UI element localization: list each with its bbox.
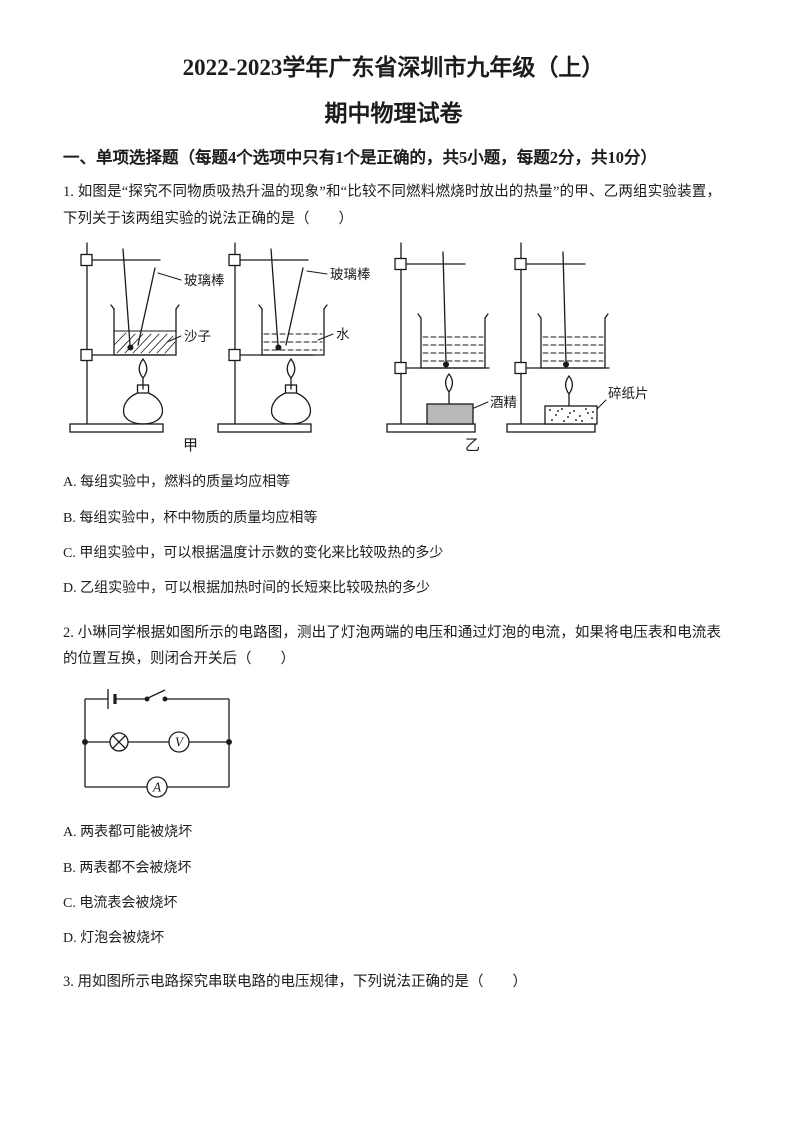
paper-scraps-label: 碎纸片: [608, 386, 649, 401]
flame-icon: [138, 358, 148, 380]
sand-label: 沙子: [184, 329, 211, 344]
question-1-option-b: B. 每组实验中，杯中物质的质量均应相等: [63, 510, 318, 526]
leader-line: [473, 401, 489, 409]
stand-base: [386, 423, 476, 434]
glass-rod-label: 玻璃棒: [330, 266, 371, 282]
question-2-options: A. 两表都可能被烧坏 B. 两表都不会被烧坏 C. 电流表会被烧坏 D. 灯泡…: [63, 823, 724, 949]
apparatus-yi-paper-svg: 碎纸片: [506, 242, 649, 434]
question-2-option-c: C. 电流表会被烧坏: [63, 895, 178, 911]
question-1-option-c: C. 甲组实验中，可以根据温度计示数的变化来比较吸热的多少: [63, 545, 444, 561]
beaker: [261, 308, 325, 357]
thermometer: [442, 251, 447, 364]
glass-rod: [137, 267, 156, 347]
ammeter-label: A: [152, 780, 162, 795]
question-1-stem: 1. 如图是“探究不同物质吸热升温的现象”和“比较不同燃料燃烧时放出的热量”的甲…: [63, 183, 721, 227]
junction-dot: [82, 739, 88, 746]
leader-line: [596, 399, 607, 410]
alcohol-lamp: [270, 384, 312, 426]
water-lines: [542, 336, 604, 362]
alcohol-label: 酒精: [490, 395, 517, 410]
alcohol-lamp: [122, 384, 164, 426]
paper-scrap-dots: [549, 408, 594, 423]
question-2-option-d: D. 灯泡会被烧坏: [63, 931, 165, 947]
exam-title-line1: 2022-2023学年广东省深圳市九年级（上）: [182, 55, 605, 80]
group-yi-label: 乙: [465, 438, 481, 455]
section-1-heading: 一、单项选择题（每题4个选项中只有1个是正确的，共5小题，每题2分，共10分）: [63, 147, 657, 167]
question-1-figure: 玻璃棒 沙子: [67, 238, 687, 458]
flame-icon: [444, 373, 454, 394]
sand-hatch: [113, 332, 176, 354]
stand-base: [217, 423, 312, 434]
switch-symbol: [144, 689, 168, 702]
flame-icon: [286, 358, 296, 380]
glass-rod-label: 玻璃棒: [184, 272, 225, 288]
apparatus-jia-water-svg: 玻璃棒 水: [217, 242, 371, 434]
question-2-option-b: B. 两表都不会被烧坏: [63, 860, 192, 876]
voltmeter-label: V: [175, 735, 185, 750]
water-lines: [422, 336, 484, 362]
leader-line: [157, 272, 182, 281]
group-jia-label: 甲: [183, 438, 199, 455]
question-2-stem: 2. 小琳同学根据如图所示的电路图，测出了灯泡两端的电压和通过灯泡的电流，如果将…: [63, 624, 721, 668]
leader-line: [306, 270, 328, 275]
lamp-symbol: [109, 732, 129, 752]
stand-base: [69, 423, 164, 434]
beaker: [113, 308, 177, 357]
voltmeter-symbol: [168, 731, 190, 753]
question-2-circuit-svg: V A: [82, 689, 232, 798]
question-1-option-d: D. 乙组实验中，可以根据加热时间的长短来比较吸热的多少: [63, 581, 431, 597]
stand-base: [506, 423, 596, 434]
apparatus-jia-sand-svg: 玻璃棒 沙子: [69, 242, 225, 434]
thermometer: [122, 248, 131, 347]
question-3-stem: 3. 用如图所示电路探究串联电路的电压规律，下列说法正确的是（ ）: [63, 974, 527, 991]
leader-line: [317, 333, 334, 341]
leader-line: [166, 335, 182, 343]
paper-scrap-burner: [544, 405, 598, 426]
alcohol-burner: [426, 403, 474, 426]
question-2-figure: V A: [77, 685, 724, 808]
thermometer: [562, 251, 567, 364]
thermometer: [270, 248, 279, 347]
apparatus-yi-alcohol-svg: 酒精: [386, 242, 517, 434]
question-1-options: A. 每组实验中，燃料的质量均应相等 B. 每组实验中，杯中物质的质量均应相等 …: [63, 473, 724, 599]
glass-rod: [285, 267, 304, 347]
ammeter-symbol: [146, 776, 168, 798]
beaker: [540, 317, 606, 370]
exam-title-line2: 期中物理试卷: [324, 100, 463, 126]
water-lines: [263, 333, 323, 351]
question-2-option-a: A. 两表都可能被烧坏: [63, 825, 193, 841]
water-label: 水: [336, 327, 350, 342]
beaker: [420, 317, 486, 370]
battery-symbol: [107, 689, 117, 710]
question-1-option-a: A. 每组实验中，燃料的质量均应相等: [63, 475, 291, 491]
flame-icon: [564, 375, 574, 396]
junction-dot: [226, 739, 232, 746]
